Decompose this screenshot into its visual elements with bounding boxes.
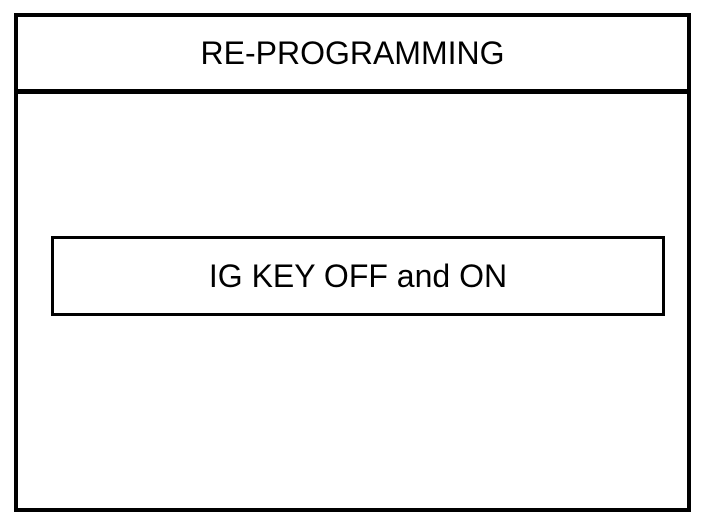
title-bar: RE-PROGRAMMING <box>18 17 687 94</box>
message-text: IG KEY OFF and ON <box>208 258 508 294</box>
window-body: IG KEY OFF and ON <box>18 94 687 508</box>
window-title: RE-PROGRAMMING <box>200 35 505 71</box>
message-box[interactable]: IG KEY OFF and ON <box>51 236 665 316</box>
reprogramming-window: RE-PROGRAMMING IG KEY OFF and ON <box>14 13 691 512</box>
